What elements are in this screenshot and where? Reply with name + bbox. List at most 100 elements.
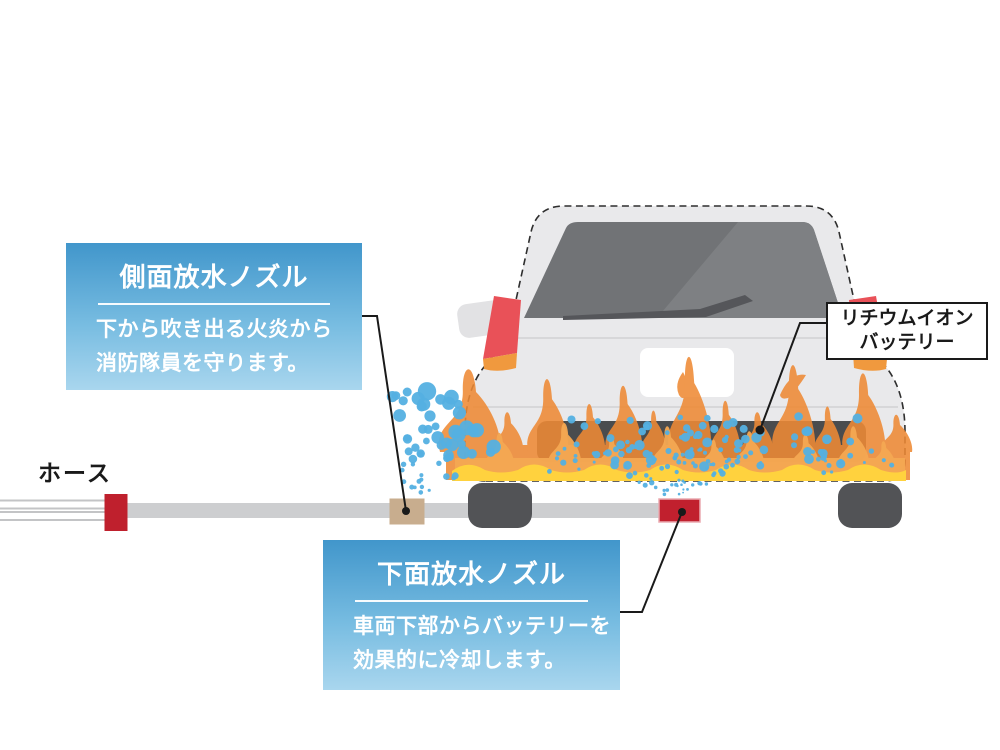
water-drop bbox=[435, 394, 446, 405]
water-drop bbox=[457, 446, 470, 459]
water-drop bbox=[398, 396, 408, 406]
water-drop bbox=[577, 467, 581, 471]
water-drop bbox=[400, 461, 407, 467]
water-drop bbox=[632, 470, 638, 476]
flame-tongue bbox=[838, 426, 870, 466]
water-drop bbox=[645, 454, 657, 466]
water-drop bbox=[881, 458, 886, 463]
water-drop bbox=[431, 431, 445, 444]
water-drop bbox=[594, 418, 601, 425]
water-drop bbox=[662, 488, 666, 492]
water-drop bbox=[803, 447, 813, 456]
battery-label-line2: バッテリー bbox=[859, 332, 955, 353]
water-drop bbox=[610, 460, 619, 470]
water-drop bbox=[418, 424, 428, 434]
water-drop bbox=[801, 427, 811, 436]
water-drop bbox=[665, 448, 672, 454]
water-drop bbox=[826, 463, 832, 468]
water-drop bbox=[705, 459, 711, 464]
water-drop bbox=[862, 461, 866, 464]
wiper bbox=[563, 295, 753, 320]
water-drop bbox=[723, 463, 730, 470]
water-drop bbox=[868, 448, 875, 454]
bottom-nozzle-desc-line2: 効果的に冷却します。 bbox=[353, 649, 566, 672]
water-drop bbox=[424, 410, 436, 422]
water-drop bbox=[644, 473, 649, 478]
hose-line-upper bbox=[0, 499, 107, 510]
side-nozzle-desc-line1: 下から吹き出る火炎から bbox=[96, 318, 333, 341]
water-drop bbox=[686, 488, 689, 491]
side-nozzle-callout: 側面放水ノズル 下から吹き出る火炎から 消防隊員を守ります。 bbox=[66, 243, 362, 390]
water-drop bbox=[618, 450, 625, 458]
flame-yellow-band bbox=[452, 464, 906, 481]
water-drop bbox=[604, 449, 612, 457]
water-drop bbox=[756, 461, 765, 470]
water-drop bbox=[736, 454, 741, 460]
side-nozzle-desc-line2: 消防隊員を守ります。 bbox=[96, 352, 309, 375]
flame-tongue bbox=[527, 379, 569, 452]
water-drop bbox=[674, 482, 679, 487]
side-nozzle-title: 側面放水ノズル bbox=[119, 262, 309, 292]
water-drop bbox=[625, 439, 630, 445]
water-drop bbox=[573, 441, 580, 448]
water-drop bbox=[638, 427, 646, 436]
water-drop bbox=[846, 437, 855, 446]
water-drop bbox=[554, 456, 560, 461]
water-drop bbox=[411, 443, 420, 452]
water-drop bbox=[603, 451, 607, 456]
water-drop bbox=[838, 458, 844, 465]
divider bbox=[355, 600, 588, 602]
water-drop bbox=[547, 469, 552, 474]
water-drop bbox=[709, 462, 713, 467]
water-drop bbox=[743, 454, 748, 459]
water-drop bbox=[697, 448, 701, 452]
water-drop bbox=[649, 477, 653, 481]
water-drop bbox=[625, 447, 633, 454]
water-drop bbox=[591, 451, 597, 456]
water-drop bbox=[417, 450, 424, 458]
water-drop bbox=[431, 422, 440, 431]
leader-dot-side bbox=[402, 507, 410, 515]
water-drop bbox=[718, 447, 724, 453]
water-drop bbox=[689, 447, 694, 452]
water-drop bbox=[711, 462, 716, 467]
water-drop bbox=[677, 414, 683, 421]
water-drop bbox=[710, 424, 719, 434]
water-drop bbox=[649, 480, 655, 486]
water-drop bbox=[417, 382, 437, 401]
water-drop bbox=[677, 492, 681, 496]
water-drop bbox=[751, 432, 762, 443]
flame-tongue bbox=[605, 385, 643, 452]
right-tire bbox=[838, 483, 902, 528]
water-drop bbox=[820, 455, 827, 461]
water-drop bbox=[699, 461, 710, 472]
water-drop bbox=[748, 450, 754, 456]
water-drop bbox=[393, 409, 406, 422]
water-drop bbox=[592, 460, 596, 464]
water-drop bbox=[665, 488, 670, 492]
water-drop bbox=[410, 462, 416, 467]
water-drop bbox=[467, 449, 477, 459]
water-spray bbox=[386, 382, 895, 497]
hose-label: ホース bbox=[38, 460, 112, 486]
water-drop bbox=[427, 488, 431, 492]
water-drop bbox=[419, 484, 425, 490]
battery-label: リチウムイオン バッテリー bbox=[826, 302, 988, 360]
water-drop bbox=[889, 462, 895, 468]
hose-line-lower bbox=[0, 511, 107, 521]
water-drop bbox=[817, 448, 824, 455]
water-drop bbox=[677, 478, 681, 482]
water-drop bbox=[719, 470, 726, 477]
water-drop bbox=[702, 437, 713, 448]
water-drop bbox=[580, 422, 589, 430]
bottom-nozzle-callout: 下面放水ノズル 車両下部からバッテリーを 効果的に冷却します。 bbox=[323, 540, 620, 690]
water-drop bbox=[423, 437, 430, 445]
water-drop bbox=[687, 450, 694, 457]
leader-dot-bottom bbox=[678, 508, 686, 516]
water-drop bbox=[822, 434, 832, 445]
water-drop bbox=[830, 470, 834, 474]
leader-line-bottom bbox=[620, 511, 683, 613]
flame-tongue bbox=[735, 431, 765, 466]
water-drop bbox=[697, 481, 702, 486]
